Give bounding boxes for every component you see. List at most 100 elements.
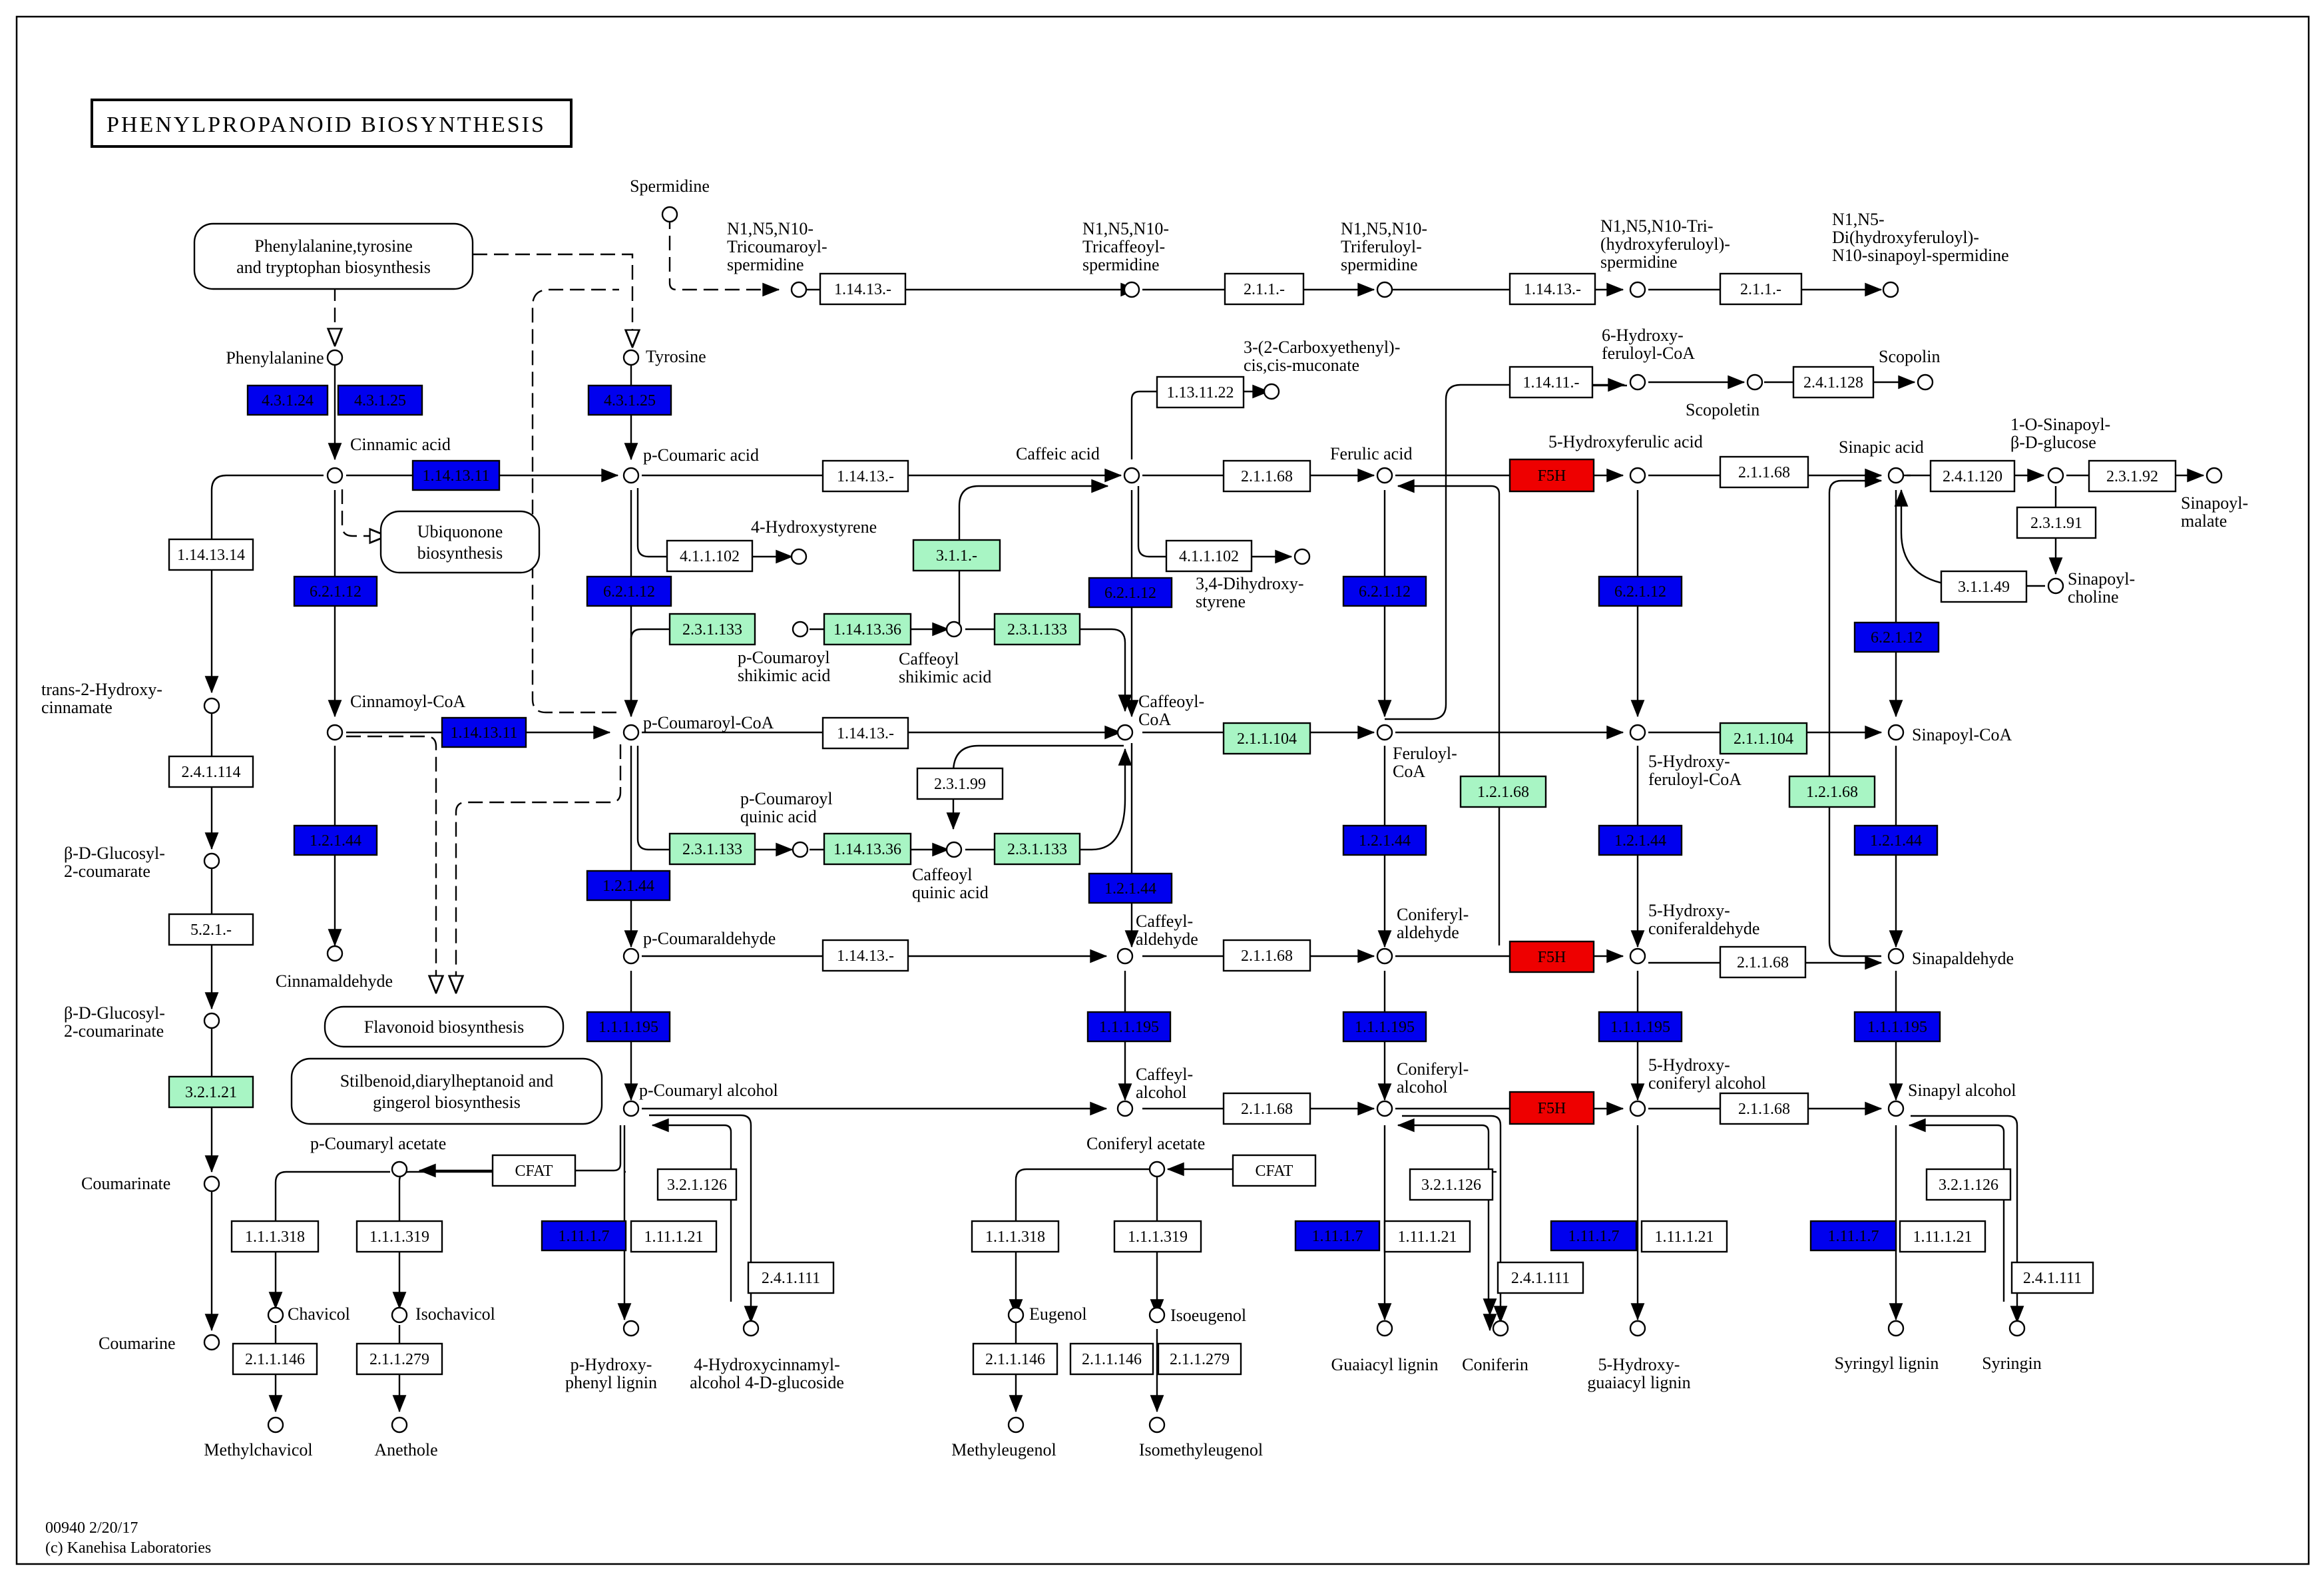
- enzyme-1-14-11--box[interactable]: 1.14.11.-: [1509, 366, 1594, 399]
- compound-node[interactable]: [391, 1306, 408, 1324]
- enzyme-1-14-13-11-box[interactable]: 1.14.13.11: [441, 716, 527, 748]
- enzyme-2-3-1-92-box[interactable]: 2.3.1.92: [2088, 459, 2177, 493]
- compound-node[interactable]: [790, 281, 808, 298]
- enzyme-1-1-1-319-box[interactable]: 1.1.1.319: [1113, 1220, 1202, 1253]
- compound-node[interactable]: [391, 1416, 408, 1434]
- compound-node[interactable]: [792, 841, 809, 858]
- enzyme-F5H-box[interactable]: F5H: [1509, 1091, 1595, 1125]
- enzyme-F5H-box[interactable]: F5H: [1509, 940, 1595, 973]
- enzyme-2-3-1-133-box[interactable]: 2.3.1.133: [668, 613, 756, 646]
- compound-node[interactable]: [326, 349, 344, 366]
- compound-node[interactable]: [1148, 1416, 1166, 1434]
- enzyme-1-1-1-195-box[interactable]: 1.1.1.195: [1598, 1011, 1683, 1043]
- enzyme-2-4-1-111-box[interactable]: 2.4.1.111: [2010, 1261, 2094, 1294]
- compound-node[interactable]: [1007, 1416, 1025, 1434]
- compound-node[interactable]: [1746, 374, 1763, 391]
- enzyme-2-3-1-91-box[interactable]: 2.3.1.91: [2016, 506, 2097, 539]
- enzyme-2-1-1-68-box[interactable]: 2.1.1.68: [1719, 945, 1807, 979]
- enzyme-2-4-1-114-box[interactable]: 2.4.1.114: [168, 755, 254, 788]
- compound-node[interactable]: [1263, 383, 1280, 400]
- enzyme-2-4-1-120-box[interactable]: 2.4.1.120: [1929, 459, 2016, 493]
- enzyme-1-2-1-44-box[interactable]: 1.2.1.44: [1088, 872, 1173, 904]
- compound-node[interactable]: [203, 1334, 220, 1351]
- compound-node[interactable]: [1887, 1320, 1905, 1337]
- compound-node[interactable]: [326, 467, 344, 484]
- enzyme-1-14-13--box[interactable]: 1.14.13.-: [821, 939, 909, 972]
- compound-node[interactable]: [2206, 467, 2223, 484]
- enzyme-6-2-1-12-box[interactable]: 6.2.1.12: [1853, 621, 1940, 653]
- compound-node[interactable]: [792, 621, 809, 638]
- enzyme-1-1-1-318-box[interactable]: 1.1.1.318: [971, 1220, 1060, 1253]
- enzyme-2-1-1-68-box[interactable]: 2.1.1.68: [1719, 455, 1809, 489]
- enzyme-3-2-1-126-box[interactable]: 3.2.1.126: [656, 1168, 738, 1201]
- enzyme-1-14-13--box[interactable]: 1.14.13.-: [821, 716, 909, 750]
- enzyme-2-1-1-104-box[interactable]: 2.1.1.104: [1222, 722, 1311, 755]
- compound-node[interactable]: [203, 1012, 220, 1029]
- enzyme-6-2-1-12-box[interactable]: 6.2.1.12: [1342, 575, 1427, 607]
- enzyme-1-11-1-7-box[interactable]: 1.11.1.7: [1550, 1220, 1638, 1252]
- enzyme-1-2-1-44-box[interactable]: 1.2.1.44: [586, 870, 671, 902]
- enzyme-4-3-1-25-box[interactable]: 4.3.1.25: [337, 384, 423, 416]
- enzyme-4-1-1-102-box[interactable]: 4.1.1.102: [666, 539, 754, 573]
- compound-node[interactable]: [1116, 947, 1134, 965]
- enzyme-1-1-1-195-box[interactable]: 1.1.1.195: [1086, 1011, 1172, 1043]
- compound-node[interactable]: [1917, 374, 1934, 391]
- compound-node[interactable]: [1629, 1320, 1646, 1337]
- enzyme-1-14-13--box[interactable]: 1.14.13.-: [819, 272, 907, 306]
- enzyme-2-4-1-111-box[interactable]: 2.4.1.111: [1497, 1261, 1584, 1294]
- enzyme-4-3-1-25-box[interactable]: 4.3.1.25: [587, 384, 672, 416]
- enzyme-1-11-1-7-box[interactable]: 1.11.1.7: [1809, 1220, 1897, 1252]
- compound-node[interactable]: [1116, 1100, 1134, 1117]
- enzyme-6-2-1-12-box[interactable]: 6.2.1.12: [1088, 577, 1173, 609]
- compound-node[interactable]: [1148, 1161, 1166, 1178]
- enzyme-2-4-1-128-box[interactable]: 2.4.1.128: [1792, 366, 1875, 399]
- enzyme-1-2-1-68-box[interactable]: 1.2.1.68: [1788, 775, 1876, 808]
- enzyme-1-1-1-195-box[interactable]: 1.1.1.195: [1342, 1011, 1427, 1043]
- enzyme-3-1-1--box[interactable]: 3.1.1.-: [912, 539, 1001, 572]
- pathway-link-flav[interactable]: Flavonoid biosynthesis: [324, 1005, 565, 1048]
- enzyme-1-2-1-44-box[interactable]: 1.2.1.44: [1853, 824, 1939, 856]
- enzyme-4-3-1-24-box[interactable]: 4.3.1.24: [246, 384, 329, 416]
- enzyme-1-14-13--box[interactable]: 1.14.13.-: [1509, 272, 1596, 306]
- enzyme-CFAT-box[interactable]: CFAT: [491, 1154, 577, 1187]
- compound-node[interactable]: [1629, 281, 1646, 298]
- compound-node[interactable]: [2047, 467, 2064, 484]
- enzyme-1-14-13-14-box[interactable]: 1.14.13.14: [168, 538, 254, 571]
- enzyme-1-11-1-7-box[interactable]: 1.11.1.7: [1294, 1220, 1381, 1252]
- enzyme-1-13-11-22-box[interactable]: 1.13.11.22: [1156, 376, 1245, 409]
- enzyme-1-14-13-36-box[interactable]: 1.14.13.36: [823, 832, 912, 866]
- enzyme-2-3-1-133-box[interactable]: 2.3.1.133: [993, 613, 1081, 646]
- enzyme-6-2-1-12-box[interactable]: 6.2.1.12: [1598, 575, 1683, 607]
- compound-node[interactable]: [622, 349, 640, 366]
- compound-node[interactable]: [1007, 1306, 1025, 1324]
- enzyme-1-11-1-21-box[interactable]: 1.11.1.21: [1899, 1220, 1986, 1253]
- enzyme-1-2-1-68-box[interactable]: 1.2.1.68: [1459, 775, 1547, 808]
- compound-node[interactable]: [945, 621, 963, 638]
- compound-node[interactable]: [326, 945, 344, 962]
- enzyme-6-2-1-12-box[interactable]: 6.2.1.12: [293, 575, 378, 607]
- enzyme-5-2-1--box[interactable]: 5.2.1.-: [168, 913, 254, 946]
- compound-node[interactable]: [1887, 1100, 1905, 1117]
- compound-node[interactable]: [1376, 724, 1393, 741]
- compound-node[interactable]: [2047, 577, 2064, 595]
- enzyme-3-2-1-126-box[interactable]: 3.2.1.126: [1925, 1168, 2012, 1201]
- enzyme-1-2-1-44-box[interactable]: 1.2.1.44: [293, 824, 378, 856]
- enzyme-2-1-1-146-box[interactable]: 2.1.1.146: [232, 1342, 318, 1376]
- enzyme-2-3-1-99-box[interactable]: 2.3.1.99: [916, 767, 1004, 800]
- compound-node[interactable]: [1492, 1320, 1509, 1337]
- enzyme-2-1-1--box[interactable]: 2.1.1.-: [1719, 272, 1803, 306]
- enzyme-1-2-1-44-box[interactable]: 1.2.1.44: [1342, 824, 1427, 856]
- compound-node[interactable]: [622, 947, 640, 965]
- compound-node[interactable]: [1887, 947, 1905, 965]
- compound-node[interactable]: [1376, 1320, 1393, 1337]
- enzyme-2-1-1-279-box[interactable]: 2.1.1.279: [355, 1342, 443, 1376]
- compound-node[interactable]: [742, 1320, 760, 1337]
- enzyme-6-2-1-12-box[interactable]: 6.2.1.12: [586, 575, 672, 607]
- compound-node[interactable]: [622, 1320, 640, 1337]
- enzyme-1-11-1-7-box[interactable]: 1.11.1.7: [541, 1220, 627, 1252]
- enzyme-2-3-1-133-box[interactable]: 2.3.1.133: [668, 832, 756, 866]
- enzyme-1-1-1-319-box[interactable]: 1.1.1.319: [355, 1220, 443, 1253]
- compound-node[interactable]: [1629, 724, 1646, 741]
